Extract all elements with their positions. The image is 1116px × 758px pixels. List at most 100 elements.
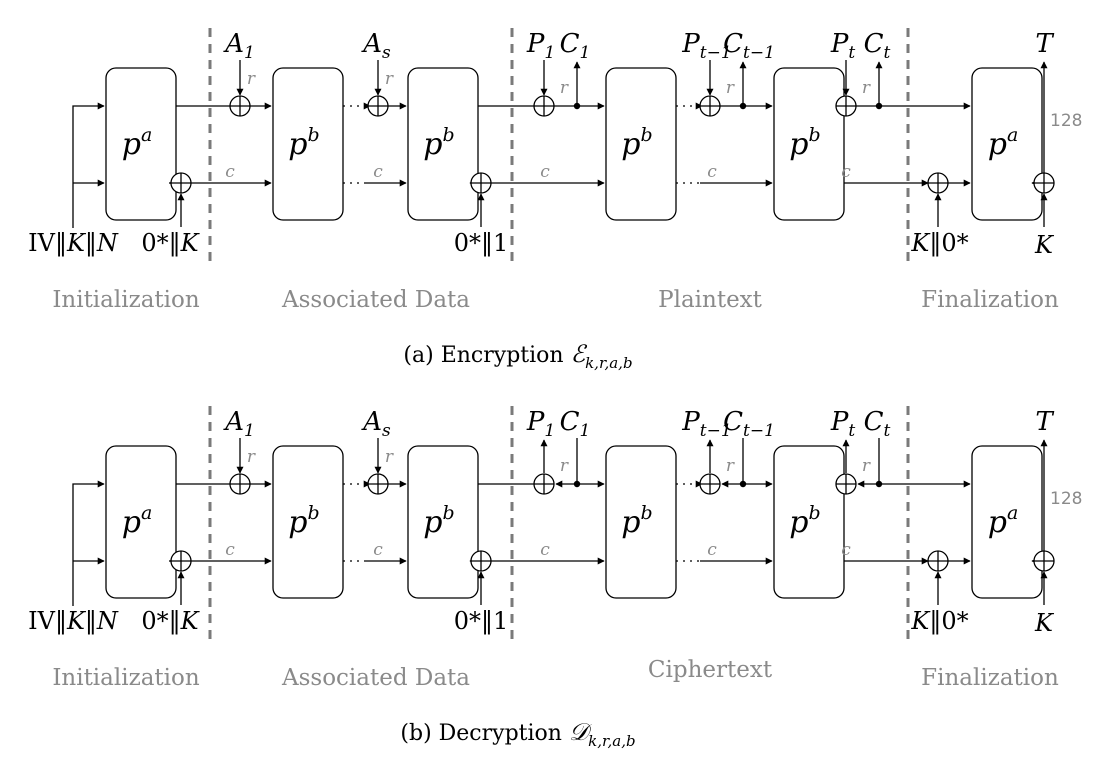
perm-pt-1: pb [605,67,677,221]
block-1-p-label: P1 [526,29,555,63]
perm-block [605,67,677,221]
perm-base: p [122,505,141,540]
rate-label-a1: r [247,69,256,89]
io-part: K [910,607,931,635]
io-part: N [96,607,119,635]
perm-base: p [789,127,808,162]
perm-init: pa [105,445,177,599]
caption: (a) Encryption ℰk,r,a,b [403,340,632,372]
io-part: IV [28,229,55,257]
perm-exp: b [809,124,821,146]
perm-base: p [288,505,307,540]
xor-init-key [170,172,192,194]
io-part: ‖0* [929,229,968,258]
perm-block [971,445,1043,599]
domain-sep-label: 0*‖1 [454,607,509,636]
var-sub: t [884,421,891,441]
rate-label-block-1: r [560,456,569,476]
phase-label-1: Initialization [52,287,200,313]
io-part: K [910,229,931,257]
var-sub: 1 [580,43,591,63]
perm-label: pa [988,502,1019,540]
perm-exp: b [308,124,320,146]
var-base: P [681,407,700,437]
final-key-label: K‖0* [910,607,968,636]
perm-pt-1: pb [605,445,677,599]
caption-symbol: ℰ [571,340,588,368]
io-part: 0*‖1 [454,607,509,636]
var-sub: t [848,43,855,63]
perm-block [971,67,1043,221]
init-input-label: IV‖K‖N [28,229,119,258]
tag-bits-label: 128 [1050,111,1082,131]
perm-block [773,445,845,599]
perm-exp: a [141,124,152,146]
var-sub: 1 [544,43,555,63]
capacity-label-1: c [225,540,235,560]
perm-block [105,67,177,221]
xor-block-1 [533,473,555,495]
rate-label-a1: r [247,447,256,467]
perm-block [272,67,344,221]
var-sub: t [884,43,891,63]
var-sub: t−1 [700,421,732,441]
var-base: C [864,407,884,437]
caption-subscript: k,r,a,b [588,732,635,750]
capacity-label-1: c [225,162,235,182]
final-key-label: K‖0* [910,229,968,258]
phase-label-4: Finalization [921,665,1059,691]
caption-text: (b) Decryption [400,721,569,746]
io-part: 0*‖1 [454,229,509,258]
rate-label-as: r [385,69,394,89]
perm-base: p [621,505,640,540]
var-base: C [723,29,743,59]
perm-ad-1: pb [272,445,344,599]
perm-base: p [122,127,141,162]
block-t-p-label: Pt [830,407,856,441]
rate-label-block-1: r [560,78,569,98]
block-t1-c-label: Ct−1 [723,29,775,63]
var-sub: s [382,421,391,441]
io-part: IV [28,607,55,635]
io-part: ‖ [55,229,67,258]
perm-pt-2: pb [773,67,845,221]
a1-label: A1 [223,407,255,441]
init-input-rate-line [72,480,105,606]
perm-exp: b [641,502,653,524]
perm-ad-2: pb [407,67,479,221]
io-part: K [66,229,87,257]
capacity-label-4: c [707,162,717,182]
var-base: P [681,29,700,59]
block-t1-c-label: Ct−1 [723,407,775,441]
perm-label: pa [122,124,153,162]
block-t-c-label: Ct [864,407,891,441]
perm-base: p [288,127,307,162]
tag-key-label: K [1034,609,1055,637]
rate-label-block-t: r [862,78,871,98]
init-input-label: IV‖K‖N [28,607,119,636]
var-sub: 1 [244,421,255,441]
io-part: ‖0* [929,607,968,636]
xor-block-t [835,95,857,117]
var-base: C [864,29,884,59]
var-base: A [361,29,382,59]
perm-final: pa [971,445,1043,599]
var-sub: 1 [244,43,255,63]
io-part: K [1034,231,1055,259]
rate-label-block-t: r [862,456,871,476]
perm-exp: b [809,502,821,524]
var-sub: t−1 [700,43,732,63]
perm-base: p [423,505,442,540]
var-sub: t−1 [743,421,775,441]
var-base: P [830,29,849,59]
xor-block-t1 [699,95,721,117]
perm-label: pb [789,124,820,162]
phase-label-4: Finalization [921,287,1059,313]
perm-label: pb [423,124,454,162]
perm-exp: a [141,502,152,524]
capacity-label-5: c [841,162,851,182]
perm-exp: a [1007,124,1018,146]
xor-init-key [170,550,192,572]
io-part: 0*‖ [141,607,180,636]
